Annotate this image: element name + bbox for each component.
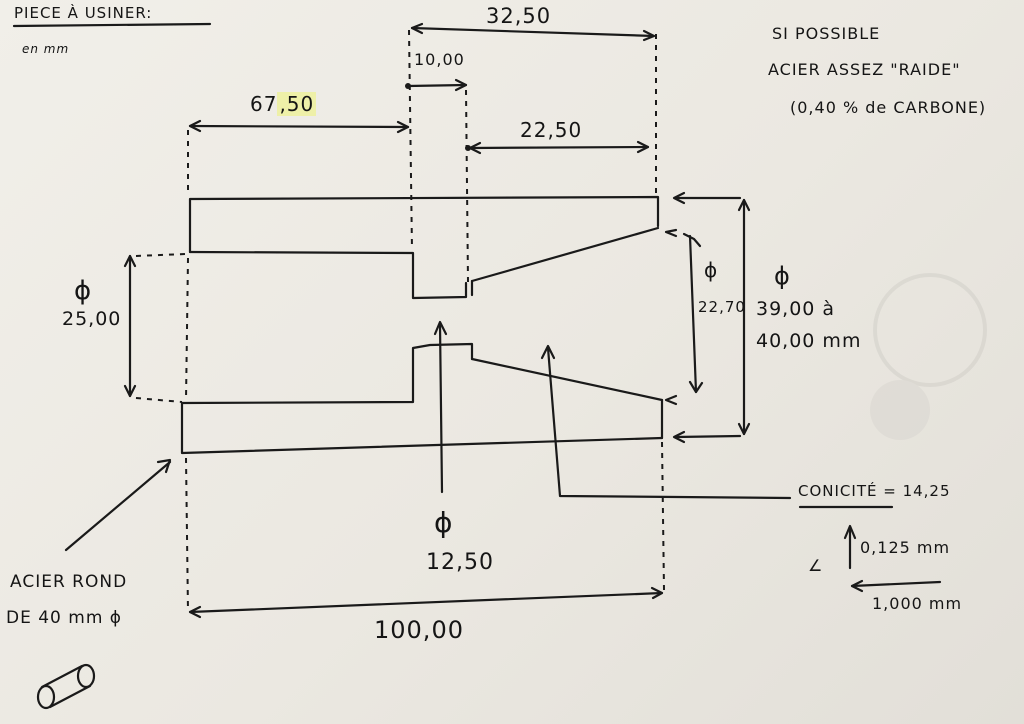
dim-40-00: 40,00 mm xyxy=(756,330,862,352)
phi-22-70: ϕ xyxy=(704,258,719,282)
taper-rise: 0,125 mm xyxy=(860,538,951,557)
preference-line-1: SI POSSIBLE xyxy=(772,24,881,43)
conicity-label: CONICITÉ = 14,25 xyxy=(798,482,951,500)
unit-label: en mm xyxy=(22,42,70,56)
dim-25-00: 25,00 xyxy=(62,308,122,330)
dim-32-50: 32,50 xyxy=(486,4,552,28)
stock-cylinder-sketch xyxy=(36,663,96,710)
title-label: PIECE À USINER: xyxy=(14,4,153,22)
dim-10-00: 10,00 xyxy=(414,50,465,69)
dim-12-50: 12,50 xyxy=(426,550,494,575)
phi-39-40: ϕ xyxy=(774,262,791,290)
extension-lines xyxy=(135,29,665,613)
preference-line-3: (0,40 % de CARBONE) xyxy=(790,98,987,117)
part-outline-lower xyxy=(180,342,664,455)
title-underline xyxy=(12,22,212,28)
background-stamp xyxy=(870,273,987,440)
taper-run: 1,000 mm xyxy=(872,594,963,613)
preference-line-2: ACIER ASSEZ "RAIDE" xyxy=(768,60,961,79)
dim-22-70: 22,70 xyxy=(698,298,746,316)
part-outline-upper xyxy=(188,195,660,300)
dim-22-50: 22,50 xyxy=(520,118,583,142)
phi-12-50: ϕ xyxy=(434,506,454,539)
dim-39-00: 39,00 à xyxy=(756,298,836,320)
stock-line-1: ACIER ROND xyxy=(10,572,128,592)
taper-angle-mark: ∠ xyxy=(808,556,824,575)
phi-25: ϕ xyxy=(74,276,93,306)
dim-67-50: 67,50 xyxy=(250,92,317,116)
stock-line-2: DE 40 mm ϕ xyxy=(6,608,123,628)
dim-100-00: 100,00 xyxy=(374,616,464,644)
dimension-lines xyxy=(36,22,942,710)
